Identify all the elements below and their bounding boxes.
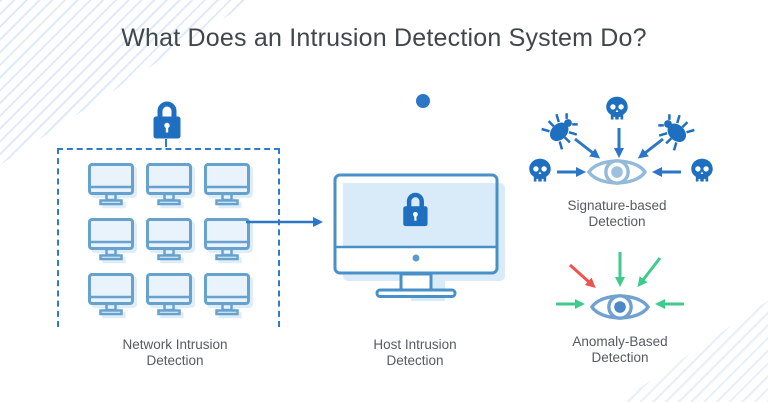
bug-icon	[658, 114, 695, 151]
eye-icon	[590, 294, 650, 320]
label-line: Anomaly-Based	[572, 334, 668, 349]
network-detection-label: Network Intrusion Detection	[90, 337, 260, 369]
arrow-anomaly-green-diagonal	[637, 257, 662, 288]
skull-icon	[529, 158, 551, 182]
label-line: Detection	[591, 350, 649, 365]
page-title: What Does an Intrusion Detection System …	[121, 24, 647, 52]
skull-icon	[691, 158, 713, 182]
arrow-bug-right-to-eye	[637, 137, 664, 159]
host-detection-label: Host Intrusion Detection	[330, 337, 500, 369]
arrow-anomaly-red-diagonal	[568, 263, 596, 289]
monitor-icon	[146, 218, 192, 261]
label-line: Detection	[588, 214, 646, 229]
monitor-icon	[88, 273, 134, 316]
arrow-bug-left-to-eye	[574, 137, 601, 159]
network-boundary-dashed-box	[57, 148, 280, 327]
bug-icon	[541, 113, 578, 150]
monitor-icon	[204, 273, 250, 316]
skull-icon	[606, 96, 628, 120]
host-monitor-icon	[333, 173, 505, 301]
decorative-dot	[416, 94, 430, 108]
eye-icon	[587, 159, 647, 185]
label-line: Signature-based	[567, 198, 667, 213]
label-line: Network Intrusion	[122, 337, 228, 352]
lock-icon	[403, 192, 428, 227]
label-line: Detection	[386, 353, 444, 368]
label-line: Detection	[146, 353, 204, 368]
monitor-icon	[146, 163, 192, 206]
signature-detection-label: Signature-based Detection	[532, 198, 702, 230]
monitor-icon	[204, 163, 250, 206]
monitor-icon	[88, 163, 134, 206]
monitor-icon	[88, 218, 134, 261]
monitor-icon	[146, 273, 192, 316]
anomaly-detection-label: Anomaly-Based Detection	[535, 334, 705, 366]
lock-connector-dash	[165, 139, 167, 147]
lock-icon	[153, 101, 181, 139]
monitor-icon	[204, 218, 250, 261]
label-line: Host Intrusion	[373, 337, 457, 352]
